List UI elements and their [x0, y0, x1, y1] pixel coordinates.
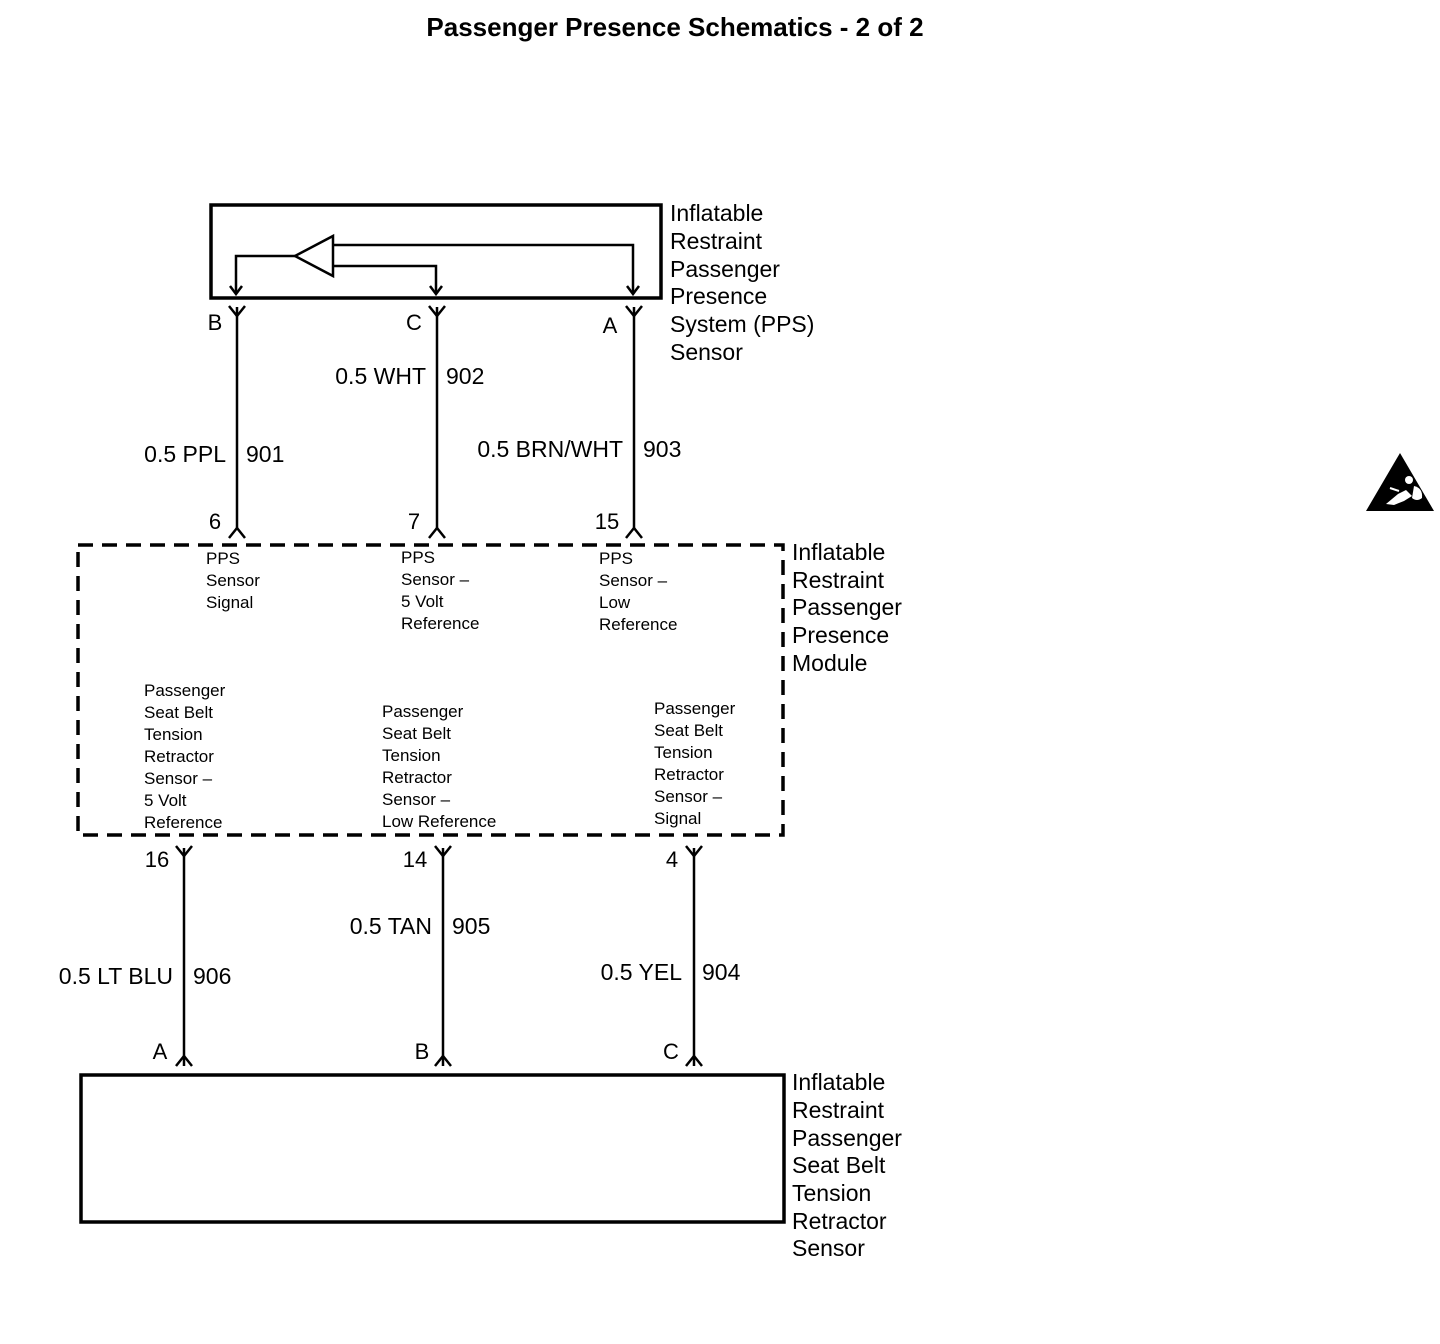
module-pin-4: 4 — [666, 847, 678, 872]
connector-module-15 — [625, 525, 643, 539]
retractor-pin-b: B — [415, 1039, 430, 1064]
seat-belt-sensor-label: Inflatable Restraint Passenger Seat Belt… — [792, 1069, 908, 1261]
connector-bottom-b — [434, 1053, 452, 1067]
wire-905-circuit: 905 — [452, 913, 490, 939]
connector-module-7 — [428, 525, 446, 539]
wire-905-color: 0.5 TAN — [350, 913, 432, 939]
wire-904-color: 0.5 YEL — [601, 959, 683, 985]
sensor-pin-c: C — [406, 310, 422, 335]
connector-top-a — [625, 305, 643, 319]
pps-sensor-label: Inflatable Restraint Passenger Presence … — [670, 200, 821, 365]
function-label-pin-16: Passenger Seat Belt Tension Retractor Se… — [144, 681, 230, 832]
function-label-pin-15: PPS Sensor – Low Reference — [599, 549, 677, 634]
sensor-internal-wire-c — [333, 264, 438, 294]
circuit-902: C 7 0.5 WHT 902 — [335, 305, 484, 539]
module-pin-16: 16 — [145, 847, 169, 872]
function-label-pin-4: Passenger Seat Belt Tension Retractor Se… — [654, 699, 740, 828]
pps-module-box — [76, 543, 785, 837]
function-label-pin-7: PPS Sensor – 5 Volt Reference — [401, 548, 479, 633]
wire-902-circuit: 902 — [446, 363, 484, 389]
connector-top-b — [228, 305, 246, 319]
circuit-903: A 15 0.5 BRN/WHT 903 — [477, 305, 681, 539]
wire-906-circuit: 906 — [193, 963, 231, 989]
connector-bottom-a — [175, 1053, 193, 1067]
function-label-pin-6: PPS Sensor Signal — [206, 549, 265, 612]
pps-module: Inflatable Restraint Passenger Presence … — [76, 539, 908, 837]
sensor-internal-wire-b — [234, 254, 295, 294]
pps-module-label: Inflatable Restraint Passenger Presence … — [792, 539, 908, 676]
connector-bottom-c — [685, 1053, 703, 1067]
module-pin-15: 15 — [595, 509, 619, 534]
connector-module-4 — [685, 845, 703, 859]
wire-901-color: 0.5 PPL — [144, 441, 226, 467]
sensor-pin-a: A — [603, 313, 618, 338]
sensor-amplifier-symbol — [292, 233, 335, 279]
retractor-pin-c: C — [663, 1039, 679, 1064]
airbag-warning-icon — [1366, 453, 1434, 511]
wire-901-circuit: 901 — [246, 441, 284, 467]
seat-belt-sensor-box — [79, 1073, 786, 1224]
module-pin-14: 14 — [403, 847, 427, 872]
module-pin-6: 6 — [209, 509, 221, 534]
sensor-internal-arrow-a — [626, 285, 640, 297]
circuit-905: 14 B 0.5 TAN 905 — [350, 845, 490, 1067]
circuit-906: 16 A 0.5 LT BLU 906 — [59, 845, 231, 1067]
connector-module-6 — [228, 525, 246, 539]
module-pin-7: 7 — [408, 509, 420, 534]
page-title: Passenger Presence Schematics - 2 of 2 — [426, 12, 923, 42]
sensor-internal-arrow-c — [429, 285, 443, 297]
seat-belt-tension-sensor: Inflatable Restraint Passenger Seat Belt… — [79, 1069, 908, 1261]
pps-sensor: Inflatable Restraint Passenger Presence … — [209, 200, 821, 365]
sensor-internal-wire-a — [333, 243, 635, 294]
connector-top-c — [428, 305, 446, 319]
connector-module-14 — [434, 845, 452, 859]
wire-904-circuit: 904 — [702, 959, 741, 985]
sensor-internal-arrow-b — [229, 285, 243, 297]
sensor-pin-b: B — [208, 310, 223, 335]
circuit-904: 4 C 0.5 YEL 904 — [601, 845, 741, 1067]
pps-sensor-box — [209, 203, 663, 300]
circuit-901: B 6 0.5 PPL 901 — [144, 305, 284, 539]
wire-903-circuit: 903 — [643, 436, 681, 462]
function-label-pin-14: Passenger Seat Belt Tension Retractor Se… — [382, 702, 496, 831]
connector-module-16 — [175, 845, 193, 859]
wire-906-color: 0.5 LT BLU — [59, 963, 173, 989]
wire-902-color: 0.5 WHT — [335, 363, 426, 389]
wire-903-color: 0.5 BRN/WHT — [477, 436, 623, 462]
retractor-pin-a: A — [153, 1039, 168, 1064]
